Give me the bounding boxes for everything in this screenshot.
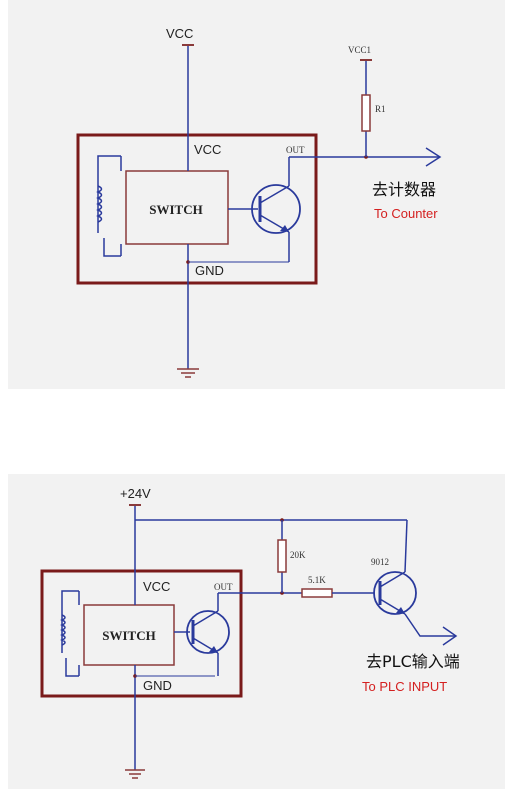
resistor-20k-icon — [277, 539, 287, 573]
sensor-housing — [76, 133, 318, 285]
switch-label: SWITCH — [149, 202, 202, 217]
output-arrow-icon — [425, 147, 442, 167]
resistor-r1-icon — [361, 94, 371, 132]
coil-icon — [96, 155, 122, 257]
diagram-counter: SWITCH VCC VCC GND — [76, 26, 442, 378]
sensor-housing — [40, 569, 243, 698]
r1-label: R1 — [375, 104, 386, 114]
output-label-cn: 去计数器 — [372, 180, 436, 199]
supply-label: +24V — [120, 486, 151, 501]
resistor-5k1-label: 5.1K — [308, 575, 326, 585]
vcc-inner-label: VCC — [143, 579, 170, 594]
gnd-inner-label: GND — [143, 678, 172, 693]
output-label-cn: 去PLC输入端 — [366, 652, 460, 671]
ground-icon — [125, 769, 145, 779]
resistor-5k1-icon — [301, 588, 333, 598]
resistor-20k-label: 20K — [290, 550, 306, 560]
out-label: OUT — [286, 145, 305, 155]
diagram-panel-plc — [8, 474, 505, 789]
vcc-inner-label: VCC — [194, 142, 221, 157]
transistor-9012-label: 9012 — [371, 557, 389, 567]
output-label-en: To PLC INPUT — [362, 679, 447, 694]
coil-icon — [60, 590, 80, 677]
transistor-icon — [228, 157, 301, 263]
switch-block — [125, 170, 229, 245]
transistor-icon — [174, 593, 230, 676]
output-arrow-icon — [442, 626, 458, 646]
diagram-plc: SWITCH +24V VCC GND — [40, 486, 460, 779]
output-label-en: To Counter — [374, 206, 438, 221]
gnd-inner-label: GND — [195, 263, 224, 278]
vcc-top-label: VCC — [166, 26, 193, 41]
switch-label: SWITCH — [102, 628, 155, 643]
switch-block — [83, 604, 175, 666]
out-label: OUT — [214, 582, 233, 592]
transistor-9012-icon — [373, 519, 456, 637]
vcc1-label: VCC1 — [348, 45, 371, 55]
ground-icon — [177, 368, 199, 378]
